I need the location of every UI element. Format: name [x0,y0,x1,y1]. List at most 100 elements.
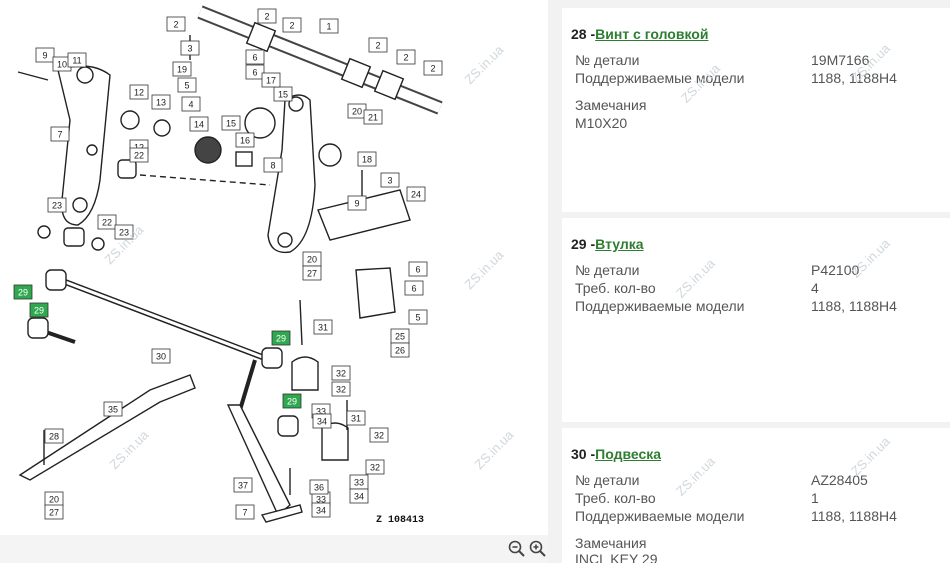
callout-32[interactable]: 32 [331,381,351,397]
callout-34[interactable]: 34 [349,488,369,504]
callout-2[interactable]: 2 [257,8,277,24]
callout-15[interactable]: 15 [221,115,241,131]
callout-2[interactable]: 2 [282,17,302,33]
callout-26[interactable]: 26 [390,342,410,358]
callout-label: 37 [238,481,248,491]
callout-7[interactable]: 7 [50,126,70,142]
callout-30[interactable]: 30 [151,348,171,364]
part-card-29: 29 -Втулка № детали P42100 Треб. кол-во … [562,218,950,422]
callout-label: 15 [226,119,236,129]
callout-6[interactable]: 6 [404,280,424,296]
part-number-value: P42100 [811,262,860,278]
callout-23[interactable]: 23 [47,197,67,213]
callout-label: 20 [307,255,317,265]
part-name-link[interactable]: Втулка [595,236,644,252]
callout-5[interactable]: 5 [408,309,428,325]
callout-6[interactable]: 6 [245,64,265,80]
callout-29[interactable]: 29 [282,393,302,409]
callout-15[interactable]: 15 [273,86,293,102]
callout-label: 9 [42,51,47,61]
callout-36[interactable]: 36 [309,479,329,495]
callout-25[interactable]: 25 [390,328,410,344]
callout-label: 34 [317,417,327,427]
callout-16[interactable]: 16 [235,132,255,148]
callout-19[interactable]: 19 [172,61,192,77]
callout-13[interactable]: 13 [151,94,171,110]
callout-2[interactable]: 2 [423,60,443,76]
callout-4[interactable]: 4 [181,96,201,112]
callout-label: 32 [336,385,346,395]
part-card-30: 30 -Подвеска № детали AZ28405 Треб. кол-… [562,428,950,563]
callout-7[interactable]: 7 [235,504,255,520]
callout-32[interactable]: 32 [331,365,351,381]
callout-24[interactable]: 24 [406,186,426,202]
callout-9[interactable]: 9 [35,47,55,63]
callout-14[interactable]: 14 [189,116,209,132]
callout-label: 20 [352,107,362,117]
callout-23[interactable]: 23 [114,224,134,240]
callout-label: 25 [395,332,405,342]
callout-2[interactable]: 2 [166,16,186,32]
callout-20[interactable]: 20 [44,491,64,507]
callout-1[interactable]: 1 [319,18,339,34]
callout-37[interactable]: 37 [233,477,253,493]
part-name-link[interactable]: Винт с головкой [595,26,709,42]
callout-28[interactable]: 28 [44,428,64,444]
callout-label: 18 [362,155,372,165]
callout-label: 17 [266,76,276,86]
callout-label: 6 [415,265,420,275]
callout-label: 5 [415,313,420,323]
callout-32[interactable]: 32 [369,427,389,443]
callout-label: 35 [108,405,118,415]
part-position: 29 [571,236,587,252]
part-position: 30 [571,446,587,462]
callout-35[interactable]: 35 [103,401,123,417]
quantity-value: 4 [811,280,819,296]
callout-3[interactable]: 3 [380,172,400,188]
quantity-label: Треб. кол-во [575,490,656,506]
callout-9[interactable]: 9 [347,195,367,211]
callout-label: 34 [316,506,326,516]
callout-11[interactable]: 11 [67,52,87,68]
remarks-label: Замечания [575,97,647,113]
callout-33[interactable]: 33 [349,474,369,490]
callout-22[interactable]: 22 [97,214,117,230]
callout-label: 32 [336,369,346,379]
callout-27[interactable]: 27 [44,504,64,520]
zoom-out-icon[interactable] [507,539,527,559]
callout-2[interactable]: 2 [368,37,388,53]
callout-18[interactable]: 18 [357,151,377,167]
callout-2[interactable]: 2 [396,49,416,65]
callout-29[interactable]: 29 [13,284,33,300]
callout-label: 6 [252,53,257,63]
quantity-label: Треб. кол-во [575,280,656,296]
callout-3[interactable]: 3 [180,40,200,56]
callout-6[interactable]: 6 [245,49,265,65]
models-label: Поддерживаемые модели [575,508,745,524]
callout-8[interactable]: 8 [263,157,283,173]
callout-6[interactable]: 6 [408,261,428,277]
part-name-link[interactable]: Подвеска [595,446,662,462]
callout-5[interactable]: 5 [177,77,197,93]
callout-20[interactable]: 20 [302,251,322,267]
callout-17[interactable]: 17 [261,72,281,88]
callout-32[interactable]: 32 [365,459,385,475]
callout-34[interactable]: 34 [312,413,332,429]
callout-20[interactable]: 20 [347,103,367,119]
models-value: 1188, 1188H4 [811,70,897,86]
callout-label: 5 [184,81,189,91]
callout-29[interactable]: 29 [271,330,291,346]
callout-21[interactable]: 21 [363,109,383,125]
callout-27[interactable]: 27 [302,265,322,281]
callout-22[interactable]: 22 [129,147,149,163]
callout-31[interactable]: 31 [313,319,333,335]
callout-label: 4 [188,100,193,110]
callout-34[interactable]: 34 [311,502,331,518]
callout-29[interactable]: 29 [29,302,49,318]
zoom-in-icon[interactable] [528,539,548,559]
callout-31[interactable]: 31 [346,410,366,426]
callout-label: 6 [252,68,257,78]
callout-12[interactable]: 12 [129,84,149,100]
part-number-value: AZ28405 [811,472,868,488]
